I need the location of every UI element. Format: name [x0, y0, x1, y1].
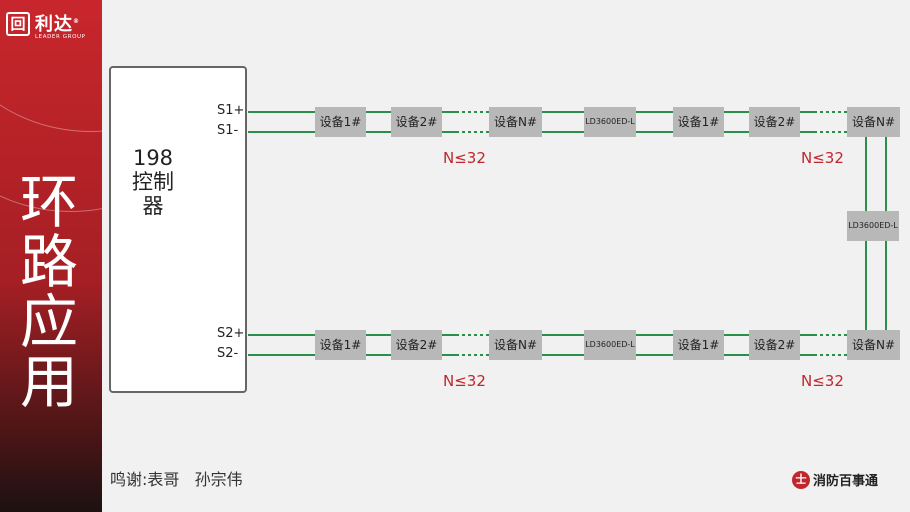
logo-mark-icon: 回 [6, 12, 30, 36]
page-title: 环路应用 [19, 168, 78, 416]
device-top: 设备1# [315, 107, 366, 137]
registered-mark: ® [73, 18, 80, 25]
port-s2-plus: S2+ [217, 326, 245, 341]
port-s2-minus: S2- [217, 346, 239, 361]
isolator-module-vertical: LD3600ED-L [847, 211, 899, 241]
device-top: 设备N# [489, 107, 542, 137]
device-count-label: N≤32 [443, 372, 486, 390]
device-bottom: 设备N# [489, 330, 542, 360]
device-count-label: N≤32 [801, 372, 844, 390]
logo-name: 利达 [35, 14, 73, 35]
port-s1-plus: S1+ [217, 103, 245, 118]
isolator-module-top: LD3600ED-L [584, 107, 636, 137]
controller-box [109, 66, 247, 393]
brand-icon: 士 [792, 470, 810, 489]
device-bottom: 设备N# [847, 330, 900, 360]
footer-brand: 士 消防百事通 [792, 470, 878, 489]
device-bottom: 设备1# [673, 330, 724, 360]
logo-subtitle: LEADER GROUP [35, 34, 86, 40]
port-s1-minus: S1- [217, 123, 239, 138]
device-top: 设备N# [847, 107, 900, 137]
device-top: 设备2# [749, 107, 800, 137]
device-bottom: 设备2# [391, 330, 442, 360]
isolator-module-bottom: LD3600ED-L [584, 330, 636, 360]
device-count-label: N≤32 [443, 149, 486, 167]
credits: 鸣谢:表哥 孙宗伟 [110, 470, 243, 489]
device-bottom: 设备2# [749, 330, 800, 360]
device-top: 设备1# [673, 107, 724, 137]
device-bottom: 设备1# [315, 330, 366, 360]
sidebar: 回 利达® LEADER GROUP 环路应用 [0, 0, 102, 512]
device-top: 设备2# [391, 107, 442, 137]
device-count-label: N≤32 [801, 149, 844, 167]
company-logo: 回 利达® LEADER GROUP [6, 10, 98, 46]
brand-name: 消防百事通 [813, 474, 879, 489]
controller-label: 198控制器 [132, 146, 174, 218]
